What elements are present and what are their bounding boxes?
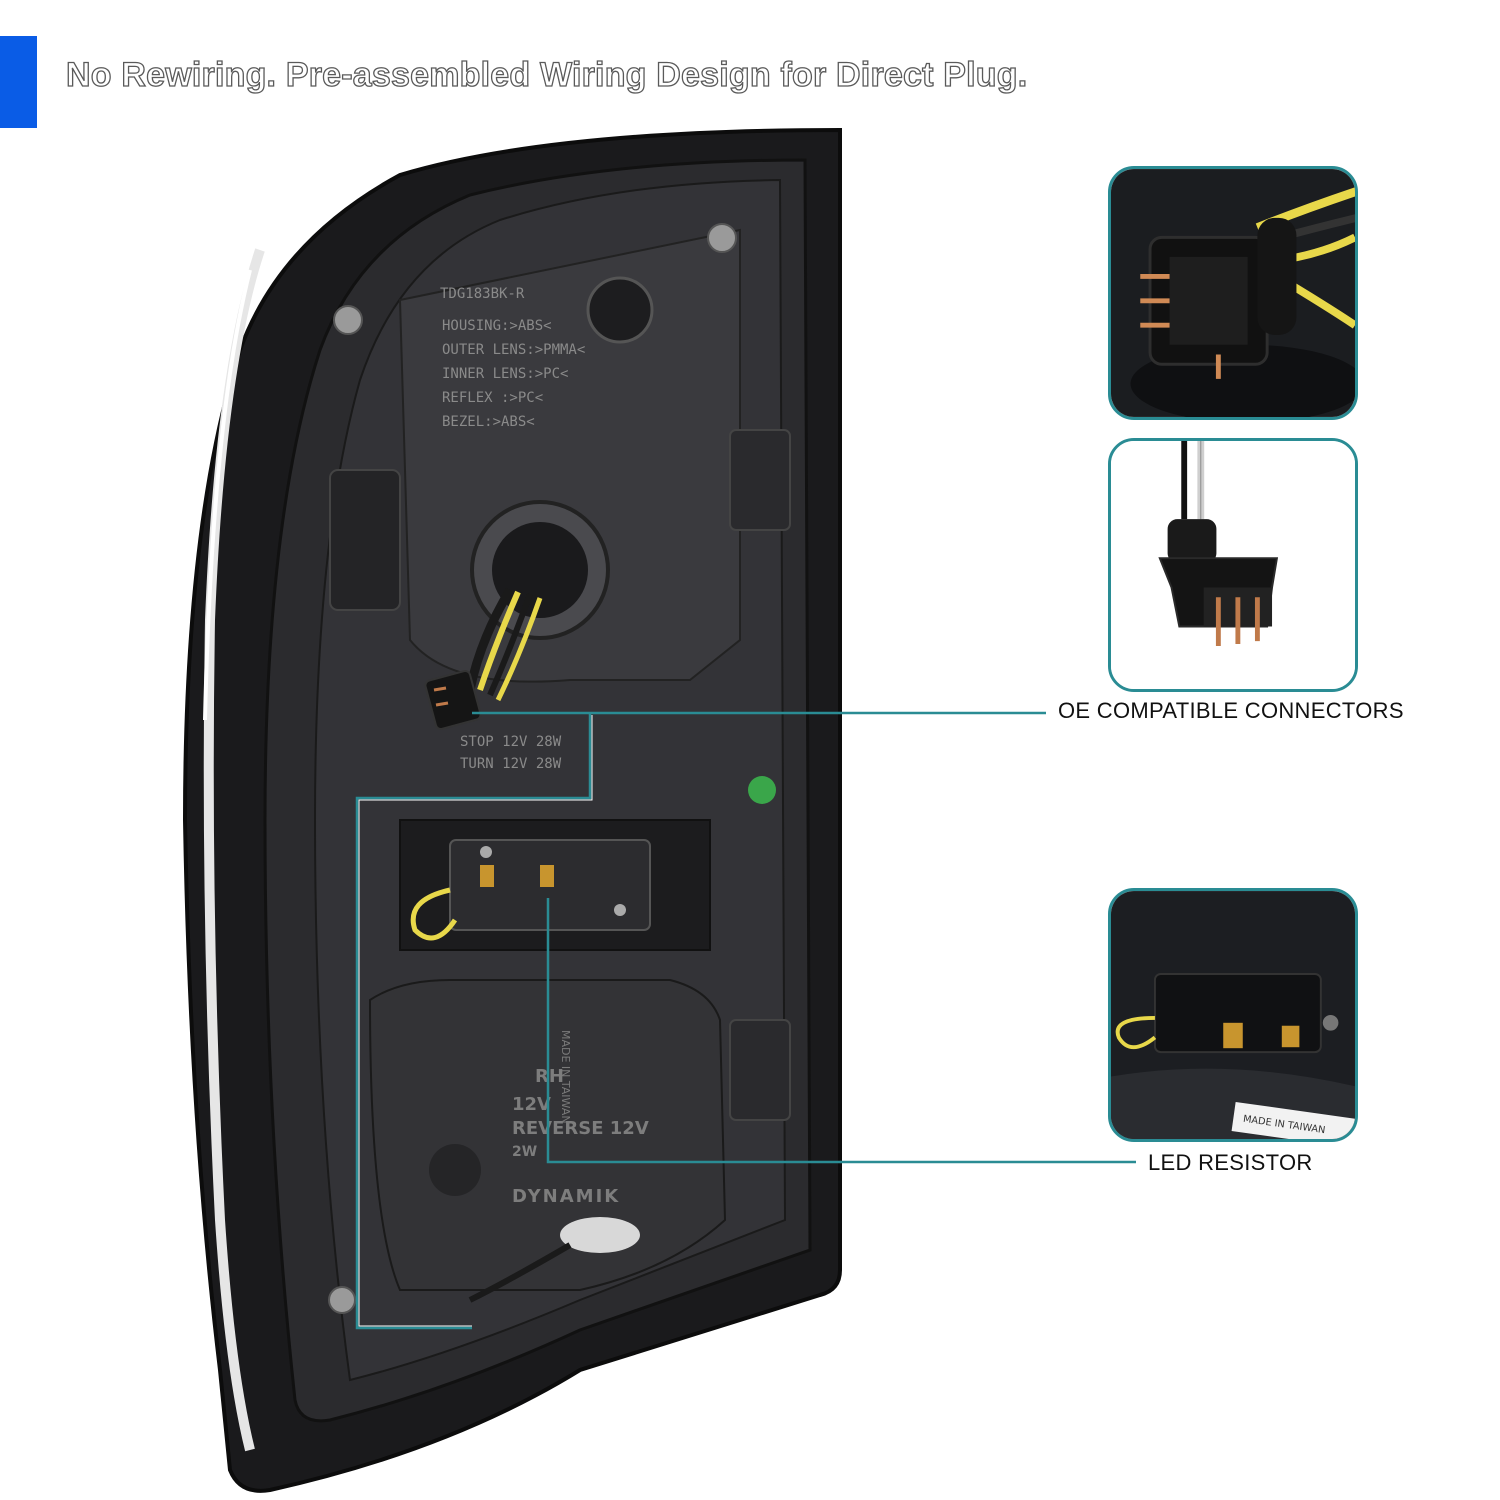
reverse-volt-marking: 12V bbox=[512, 1094, 551, 1115]
socket-closeup-image bbox=[1111, 441, 1355, 689]
accent-bar bbox=[0, 36, 37, 128]
brand-marking: DYNAMIK bbox=[512, 1186, 620, 1207]
resistor-closeup-image: MADE IN TAIWAN bbox=[1111, 891, 1355, 1139]
bezel-marking: BEZEL:>ABS< bbox=[442, 414, 535, 430]
tail-light-housing: TDG183BK-R HOUSING:>ABS< OUTER LENS:>PMM… bbox=[182, 127, 842, 1493]
headline: No Rewiring. Pre-assembled Wiring Design… bbox=[65, 55, 1028, 94]
housing-marking: HOUSING:>ABS< bbox=[442, 318, 552, 334]
stop-marking: STOP 12V 28W bbox=[460, 734, 562, 750]
reverse-watt-marking: 2W bbox=[512, 1144, 537, 1160]
connector-closeup-inset bbox=[1108, 166, 1358, 420]
reflex-marking: REFLEX :>PC< bbox=[442, 390, 543, 406]
connector-closeup-image bbox=[1111, 169, 1355, 417]
reverse-marking: REVERSE 12V bbox=[512, 1118, 649, 1139]
socket-closeup-inset bbox=[1108, 438, 1358, 692]
outer-lens-marking: OUTER LENS:>PMMA< bbox=[442, 342, 585, 358]
inner-lens-marking: INNER LENS:>PC< bbox=[442, 366, 568, 382]
origin-marking: MADE IN TAIWAN bbox=[559, 1030, 572, 1124]
turn-marking: TURN 12V 28W bbox=[460, 756, 562, 772]
connectors-label: OE COMPATIBLE CONNECTORS bbox=[1058, 698, 1404, 723]
part-number-marking: TDG183BK-R bbox=[440, 286, 525, 302]
resistor-label: LED RESISTOR bbox=[1148, 1150, 1313, 1175]
resistor-closeup-inset: MADE IN TAIWAN bbox=[1108, 888, 1358, 1142]
